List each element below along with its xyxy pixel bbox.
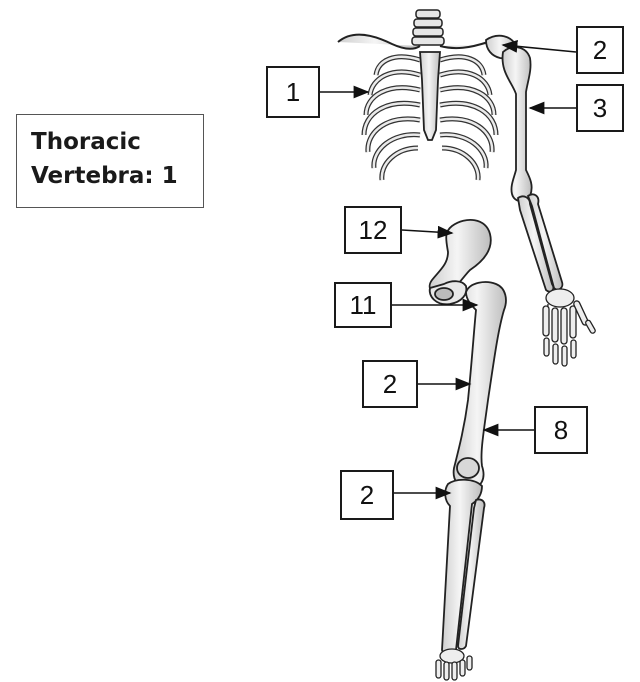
patella xyxy=(457,458,479,478)
foot-bones xyxy=(436,649,472,680)
cervical-vertebra xyxy=(416,10,440,18)
info-box: Thoracic Vertebra: 1 xyxy=(16,114,204,208)
femur xyxy=(454,282,506,488)
info-line-2: Vertebra: 1 xyxy=(31,159,203,193)
humerus xyxy=(503,47,532,201)
callout-ribcage: 1 xyxy=(266,66,320,118)
callout-humerus: 3 xyxy=(576,84,624,132)
callout-ilium: 12 xyxy=(344,206,402,254)
callout-femur-right: 8 xyxy=(534,406,588,454)
callout-femur-left: 2 xyxy=(362,360,418,408)
ribcage-group xyxy=(338,10,516,180)
sternum xyxy=(420,52,440,140)
hand-bones xyxy=(543,289,596,366)
arrow-ilium xyxy=(402,230,452,233)
info-line-1: Thoracic xyxy=(31,125,203,159)
callout-shoulder: 2 xyxy=(576,26,624,74)
obturator-foramen xyxy=(435,288,453,300)
leg-group xyxy=(430,220,506,680)
left-clavicle xyxy=(338,35,420,49)
callout-hip-joint: 11 xyxy=(334,282,392,328)
callout-tibia: 2 xyxy=(340,470,394,520)
